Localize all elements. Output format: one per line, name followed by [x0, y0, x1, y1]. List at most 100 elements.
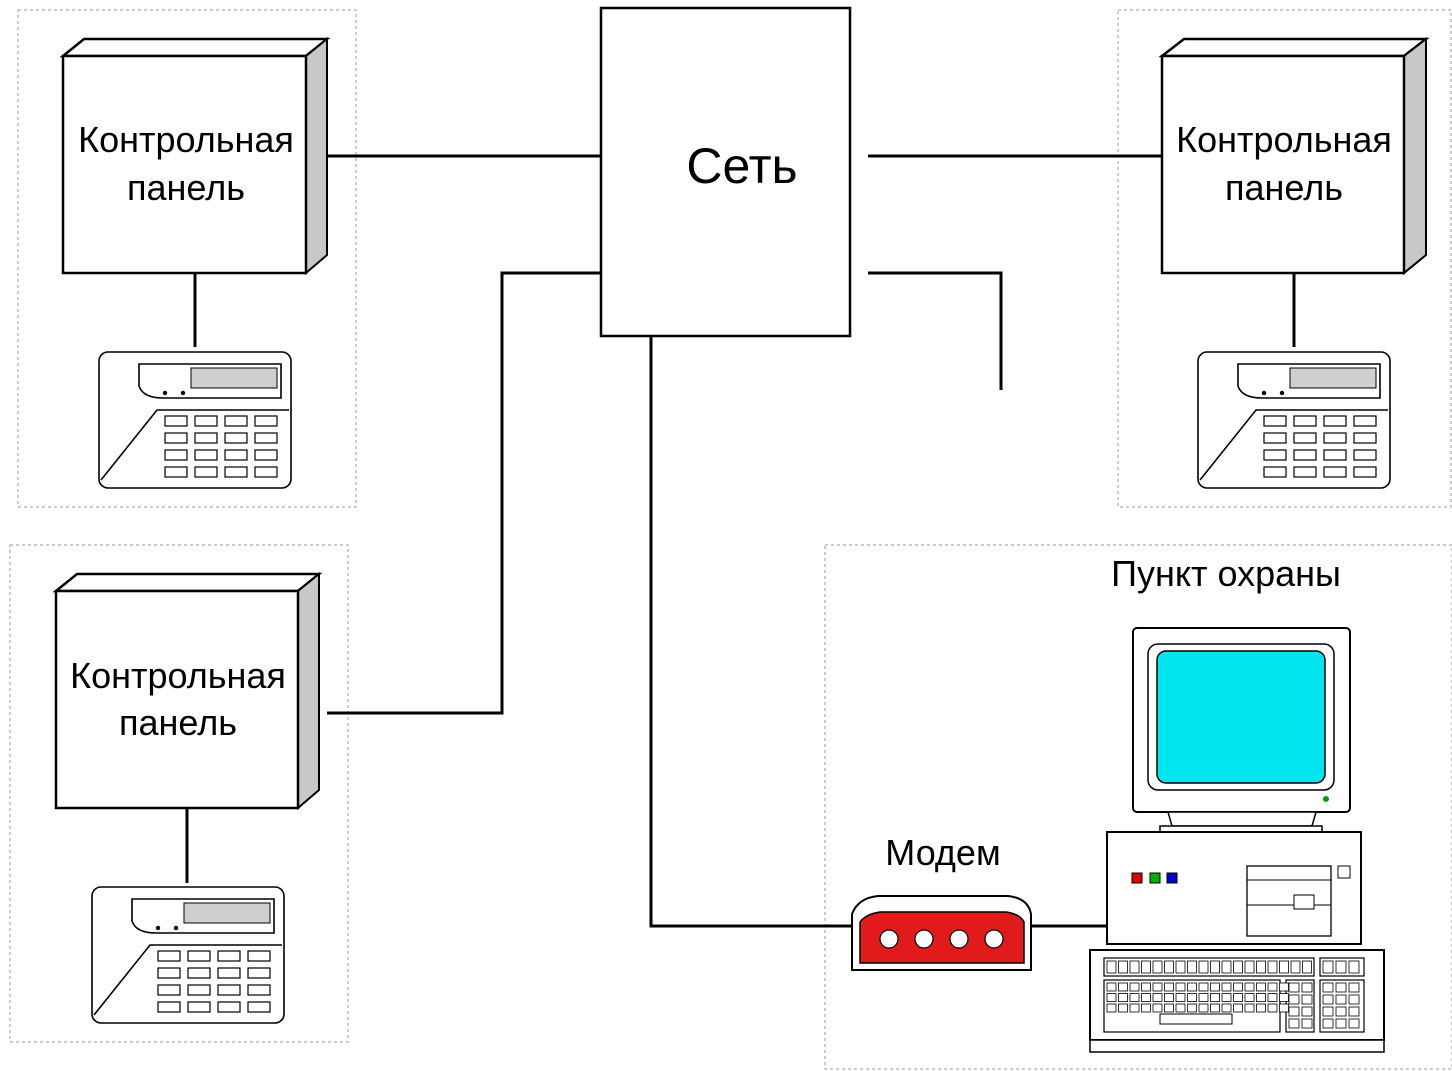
keyboard-key	[1335, 1018, 1347, 1029]
keyboard-key	[1244, 960, 1255, 974]
keyboard-key	[1233, 1003, 1243, 1013]
keyboard-key	[1152, 982, 1163, 992]
keyboard-key	[1106, 960, 1117, 974]
keyboard-key	[1233, 982, 1243, 992]
keyboard-key	[1210, 960, 1220, 974]
keyboard-key	[1118, 993, 1128, 1002]
keyboard-icon	[1089, 949, 1385, 1053]
zone-panel-top-right	[1117, 9, 1452, 508]
keyboard-key	[1210, 1003, 1220, 1013]
keyboard-key	[1164, 1003, 1174, 1013]
wire-network-stub	[868, 271, 1003, 390]
keyboard-key	[1118, 960, 1128, 974]
keyboard-key	[1348, 1006, 1360, 1017]
keyboard-key	[1279, 982, 1289, 992]
keyboard-key	[1141, 1003, 1151, 1013]
keyboard-key	[1187, 960, 1197, 974]
wire-network-modem	[649, 336, 855, 928]
keyboard-key	[1198, 982, 1209, 992]
keyboard-key	[1256, 960, 1266, 974]
keyboard-key	[1129, 982, 1140, 992]
keypad-3-icon	[91, 886, 285, 1024]
keyboard-key	[1279, 993, 1289, 1002]
keyboard-key	[1175, 993, 1186, 1002]
keyboard-key	[1244, 982, 1255, 992]
keyboard-key	[1256, 982, 1266, 992]
keyboard-key	[1129, 960, 1140, 974]
monitor-screen	[1156, 650, 1326, 784]
keyboard-key	[1335, 994, 1347, 1005]
modem-icon	[851, 895, 1032, 971]
keyboard-key	[1335, 982, 1347, 993]
keyboard-key	[1301, 1006, 1313, 1017]
network-node: Сеть	[599, 6, 852, 338]
control-panel-3-line1: Контрольная	[70, 655, 286, 696]
keyboard-key	[1141, 960, 1151, 974]
zone-panel-bottom-left	[9, 544, 349, 1043]
keyboard-key	[1187, 1003, 1197, 1013]
keyboard-key	[1198, 1003, 1209, 1013]
control-panel-2-line1: Контрольная	[1176, 119, 1392, 160]
keyboard-key	[1187, 982, 1197, 992]
keyboard-key	[1290, 960, 1301, 974]
control-panel-2-line2: панель	[1225, 167, 1343, 208]
control-panel-2: Контрольная панель	[1158, 36, 1430, 276]
keyboard-key	[1348, 994, 1360, 1005]
keyboard-key	[1233, 960, 1243, 974]
keypad-2-icon	[1197, 351, 1391, 489]
keyboard-key	[1233, 993, 1243, 1002]
keyboard-key	[1221, 960, 1232, 974]
wire-network-panel3	[327, 271, 601, 715]
keyboard-key	[1288, 1018, 1300, 1029]
keyboard-key	[1244, 993, 1255, 1002]
keyboard-key	[1348, 960, 1360, 974]
guard-post-title: Пункт охраны	[1111, 553, 1341, 594]
keyboard-key	[1118, 1003, 1128, 1013]
keyboard-key	[1267, 993, 1278, 1002]
keyboard-key	[1152, 960, 1163, 974]
keyboard-key	[1348, 982, 1360, 993]
keyboard-key	[1198, 960, 1209, 974]
control-panel-1: Контрольная панель	[59, 36, 331, 276]
zone-guard-post	[824, 544, 1452, 1070]
keyboard-key	[1210, 982, 1220, 992]
keypad-1-icon	[98, 351, 292, 489]
keyboard-key	[1279, 960, 1289, 974]
keyboard-key	[1301, 982, 1313, 993]
keyboard-key	[1106, 993, 1117, 1002]
keyboard-key	[1118, 982, 1128, 992]
keyboard-key	[1288, 1006, 1300, 1017]
keyboard-key	[1302, 960, 1312, 974]
keyboard-key	[1164, 993, 1174, 1002]
keyboard-key	[1187, 993, 1197, 1002]
keyboard-key	[1164, 960, 1174, 974]
network-label: Сеть	[686, 138, 797, 194]
keyboard-key	[1267, 982, 1278, 992]
keyboard-key	[1322, 960, 1334, 974]
keyboard-key	[1244, 1003, 1255, 1013]
zone-panel-top-left	[17, 9, 357, 508]
control-panel-3: Контрольная панель	[52, 571, 323, 811]
keyboard-key	[1335, 960, 1347, 974]
keyboard-key	[1106, 1003, 1117, 1013]
keyboard-key	[1152, 993, 1163, 1002]
keyboard-key	[1175, 1003, 1186, 1013]
keyboard-key	[1322, 1018, 1334, 1029]
keyboard-key	[1322, 982, 1334, 993]
keyboard-key	[1152, 1003, 1163, 1013]
keyboard-key	[1256, 993, 1266, 1002]
control-panel-3-line2: панель	[119, 702, 237, 743]
keyboard-key	[1301, 1018, 1313, 1029]
computer-icon	[1089, 627, 1385, 1053]
keyboard-key	[1141, 993, 1151, 1002]
keyboard-key	[1256, 1003, 1266, 1013]
keyboard-key	[1279, 1003, 1289, 1013]
keyboard-key	[1322, 994, 1334, 1005]
keyboard-key	[1106, 982, 1117, 992]
keyboard-key	[1129, 993, 1140, 1002]
keyboard-key	[1164, 982, 1174, 992]
keyboard-key	[1210, 993, 1220, 1002]
keyboard-key	[1141, 982, 1151, 992]
keyboard-key	[1267, 960, 1278, 974]
